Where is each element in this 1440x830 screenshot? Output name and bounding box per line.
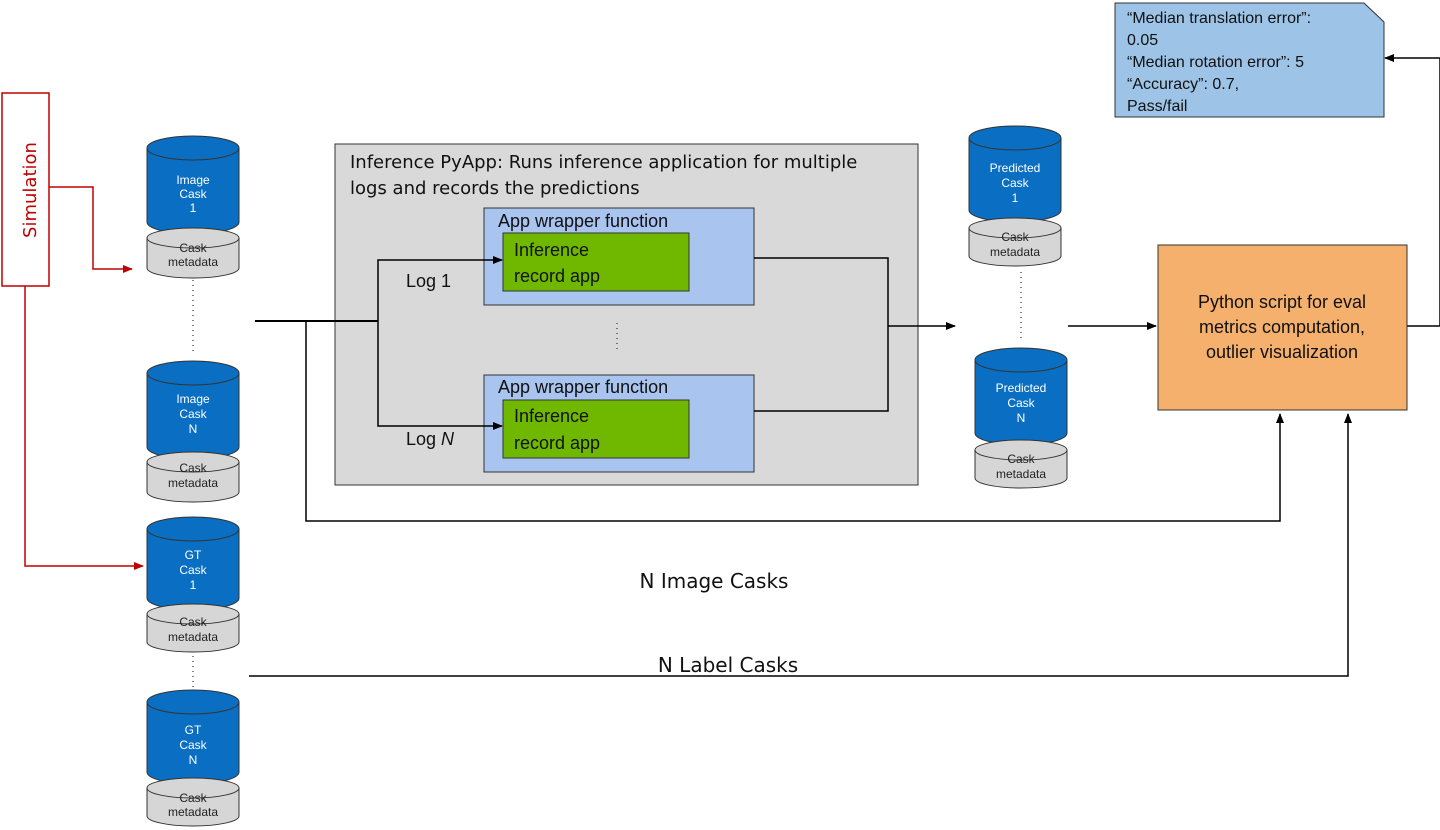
record-app-line: Inference (514, 240, 589, 260)
log-n-prefix: Log (406, 429, 441, 449)
metadata-label: metadata (996, 467, 1046, 481)
cask-index: N (189, 422, 198, 436)
python-script-box: Python script for eval metrics computati… (1157, 244, 1408, 411)
cask-index: 1 (1012, 191, 1019, 205)
app-wrapper-1: App wrapper function Inference record ap… (483, 207, 755, 306)
inference-title-line1: Inference PyApp: Runs inference applicat… (350, 152, 857, 173)
cask-name-line: Cask (179, 187, 207, 201)
cask-name-line: Image (176, 392, 210, 406)
metadata-label: metadata (168, 805, 218, 819)
gt-cask-n: GT Cask N Cask metadata (146, 689, 240, 827)
inference-record-app-n (502, 399, 690, 459)
cask-name-line: Cask (179, 407, 207, 421)
script-line: Python script for eval (1198, 292, 1366, 312)
metadata-label: metadata (168, 255, 218, 269)
metadata-label: Cask (179, 615, 207, 629)
cask-name-line: Predicted (990, 161, 1041, 175)
predicted-cask-1: Predicted Cask 1 Cask metadata (968, 125, 1062, 267)
image-cask-1: Image Cask 1 Cask metadata (146, 135, 240, 279)
cask-index: N (1017, 411, 1026, 425)
metadata-label: metadata (168, 630, 218, 644)
gt-cask-1: GT Cask 1 Cask metadata (146, 516, 240, 653)
record-app-line: record app (514, 266, 600, 286)
log-n-italic: N (441, 429, 455, 449)
n-label-casks-label: N Label Casks (658, 653, 798, 677)
n-image-casks-label: N Image Casks (640, 569, 789, 593)
simulation-label: Simulation (20, 142, 41, 238)
metrics-line: 0.05 (1127, 32, 1158, 49)
cask-name-line: Image (176, 173, 210, 187)
cask-index: N (189, 753, 198, 767)
cask-name-line: Cask (179, 738, 207, 752)
metrics-line: “Median translation error”: (1127, 10, 1311, 27)
log-n-label: Log N (406, 429, 455, 449)
image-cask-n: Image Cask N Cask metadata (146, 360, 240, 503)
metadata-label: metadata (168, 476, 218, 490)
metadata-label: Cask (1007, 452, 1035, 466)
metrics-line: Pass/fail (1127, 98, 1187, 115)
cask-index: 1 (190, 201, 197, 215)
metrics-note: “Median translation error”: 0.05 “Median… (1114, 2, 1385, 118)
metadata-label: Cask (179, 791, 207, 805)
log-1-label: Log 1 (406, 271, 451, 291)
record-app-line: Inference (514, 406, 589, 426)
inference-connectors (249, 54, 1440, 677)
predicted-cask-n: Predicted Cask N Cask metadata (974, 347, 1068, 489)
simulation-connectors (24, 186, 144, 570)
wrapper-label: App wrapper function (498, 377, 668, 397)
record-app-line: record app (514, 433, 600, 453)
cask-name-line: GT (185, 548, 202, 562)
wrapper-label: App wrapper function (498, 211, 668, 231)
cask-name-line: Cask (1001, 176, 1029, 190)
inference-record-app-1 (502, 232, 690, 292)
metadata-label: Cask (179, 461, 207, 475)
cask-name-line: Predicted (996, 381, 1047, 395)
cask-index: 1 (190, 578, 197, 592)
metadata-label: Cask (179, 241, 207, 255)
cask-name-line: Cask (1007, 396, 1035, 410)
metrics-line: “Median rotation error”: 5 (1127, 54, 1304, 71)
metadata-label: Cask (1001, 230, 1029, 244)
metrics-line: “Accuracy”: 0.7, (1127, 76, 1239, 93)
app-wrapper-n: App wrapper function Inference record ap… (483, 374, 755, 473)
simulation-box: Simulation (1, 92, 50, 287)
script-line: outlier visualization (1206, 342, 1358, 362)
inference-title-line2: logs and records the predictions (350, 178, 640, 199)
script-line: metrics computation, (1199, 317, 1365, 337)
cask-name-line: Cask (179, 563, 207, 577)
metadata-label: metadata (990, 245, 1040, 259)
cask-name-line: GT (185, 723, 202, 737)
